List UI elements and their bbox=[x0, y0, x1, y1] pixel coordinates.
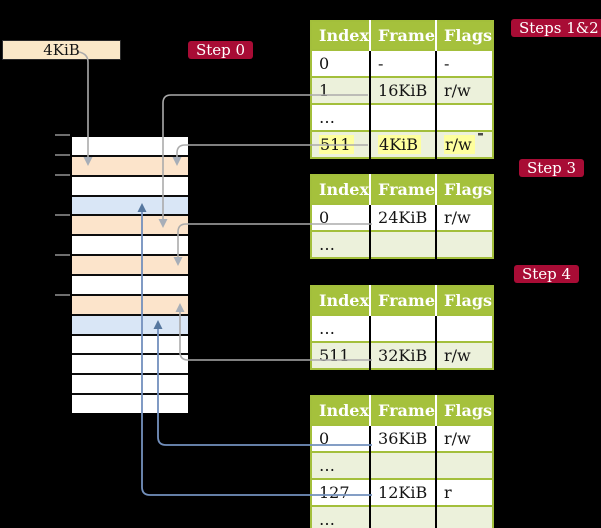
table-header-row: Index Frame Flags bbox=[311, 396, 494, 425]
page-table-3: Index Frame Flags … 511 32KiB r/w bbox=[310, 285, 495, 370]
header-index: Index bbox=[311, 286, 371, 315]
memory-row bbox=[72, 174, 188, 195]
page-table-2: Index Frame Flags 0 24KiB r/w … bbox=[310, 174, 495, 259]
memory-row bbox=[72, 393, 188, 414]
table-row: 0 36KiB r/w bbox=[311, 424, 494, 452]
header-flags: Flags bbox=[435, 175, 494, 204]
table-row: … bbox=[311, 451, 494, 479]
cell-flags bbox=[435, 505, 494, 528]
cell-flags: r/w bbox=[435, 76, 494, 104]
memory-row-frame bbox=[72, 293, 188, 314]
cell-flags bbox=[435, 314, 494, 342]
page-table-4: Index Frame Flags 0 36KiB r/w … 127 12Ki… bbox=[310, 395, 495, 528]
cell-index: … bbox=[311, 314, 371, 342]
address-tick bbox=[55, 294, 70, 296]
cell-frame bbox=[369, 314, 437, 342]
cell-frame: 12KiB bbox=[369, 478, 437, 506]
cell-frame bbox=[369, 451, 437, 479]
address-tick bbox=[55, 214, 70, 216]
address-tick bbox=[55, 154, 70, 156]
memory-row-frame bbox=[72, 214, 188, 235]
cell-index: 0 bbox=[311, 203, 371, 231]
memory-row bbox=[72, 137, 188, 155]
highlight: r/w bbox=[444, 135, 475, 154]
cell-frame bbox=[369, 505, 437, 528]
cell-frame bbox=[369, 230, 437, 258]
cell-flags: r/w bbox=[435, 203, 494, 231]
cell-index: … bbox=[311, 230, 371, 258]
memory-row-frame bbox=[72, 154, 188, 175]
cell-index: 511 bbox=[311, 130, 371, 158]
cell-index: … bbox=[311, 103, 371, 131]
memory-row bbox=[72, 234, 188, 255]
header-frame: Frame bbox=[369, 286, 437, 315]
address-tick bbox=[55, 174, 70, 176]
address-tick bbox=[55, 254, 70, 256]
cell-flags: r bbox=[435, 478, 494, 506]
header-index: Index bbox=[311, 175, 371, 204]
table-row: … bbox=[311, 314, 494, 342]
header-flags: Flags bbox=[435, 396, 494, 425]
header-index: Index bbox=[311, 396, 371, 425]
cell-flags: r/w bbox=[435, 130, 494, 158]
badge-step-0: Step 0 bbox=[188, 41, 254, 59]
header-frame: Frame bbox=[369, 175, 437, 204]
header-flags: Flags bbox=[435, 21, 494, 50]
table-row: 127 12KiB r bbox=[311, 478, 494, 506]
table-row: 0 - - bbox=[311, 49, 494, 77]
header-frame: Frame bbox=[369, 21, 437, 50]
cell-index: 127 bbox=[311, 478, 371, 506]
badge-steps-1-2: Steps 1&2 bbox=[511, 19, 601, 37]
cell-frame: - bbox=[369, 49, 437, 77]
memory-row-frame bbox=[72, 194, 188, 215]
badge-step-3: Step 3 bbox=[519, 159, 585, 177]
cell-flags bbox=[435, 230, 494, 258]
memory-row bbox=[72, 373, 188, 394]
frame-size-label: 4KiB bbox=[43, 41, 80, 59]
table-row: … bbox=[311, 505, 494, 528]
cell-flags: - bbox=[435, 49, 494, 77]
table-header-row: Index Frame Flags bbox=[311, 286, 494, 315]
table-header-row: Index Frame Flags bbox=[311, 175, 494, 204]
table-row: 1 16KiB r/w bbox=[311, 76, 494, 104]
cell-flags bbox=[435, 451, 494, 479]
frame-size-box: 4KiB bbox=[2, 40, 121, 60]
cell-frame: 4KiB bbox=[369, 130, 437, 158]
badge-step-4: Step 4 bbox=[514, 265, 580, 283]
address-tick bbox=[55, 134, 70, 136]
cell-index: 0 bbox=[311, 49, 371, 77]
cell-index: 511 bbox=[311, 341, 371, 369]
page-table-1: Index Frame Flags 0 - - 1 16KiB r/w … 51… bbox=[310, 20, 495, 159]
cell-index: 1 bbox=[311, 76, 371, 104]
memory-row bbox=[72, 353, 188, 374]
cell-frame: 16KiB bbox=[369, 76, 437, 104]
memory-row-frame bbox=[72, 313, 188, 334]
table-row: 511 32KiB r/w bbox=[311, 341, 494, 369]
table-row: … bbox=[311, 103, 494, 131]
memory-row bbox=[72, 333, 188, 354]
cell-flags: r/w bbox=[435, 424, 494, 452]
memory-row bbox=[72, 274, 188, 294]
table-row: 0 24KiB r/w bbox=[311, 203, 494, 231]
table-row-highlighted: 511 4KiB r/w bbox=[311, 130, 494, 158]
header-frame: Frame bbox=[369, 396, 437, 425]
table-header-row: Index Frame Flags bbox=[311, 21, 494, 50]
cell-index: … bbox=[311, 451, 371, 479]
highlight: 511 bbox=[319, 135, 354, 154]
cell-index: … bbox=[311, 505, 371, 528]
cell-flags: r/w bbox=[435, 341, 494, 369]
header-flags: Flags bbox=[435, 286, 494, 315]
header-index: Index bbox=[311, 21, 371, 50]
highlight: 4KiB bbox=[378, 135, 422, 154]
memory-row-frame bbox=[72, 254, 188, 275]
cell-frame: 36KiB bbox=[369, 424, 437, 452]
cell-frame: 32KiB bbox=[369, 341, 437, 369]
cell-frame: 24KiB bbox=[369, 203, 437, 231]
cell-frame bbox=[369, 103, 437, 131]
table-row: … bbox=[311, 230, 494, 258]
cell-index: 0 bbox=[311, 424, 371, 452]
cell-flags bbox=[435, 103, 494, 131]
memory-stack bbox=[70, 135, 190, 415]
